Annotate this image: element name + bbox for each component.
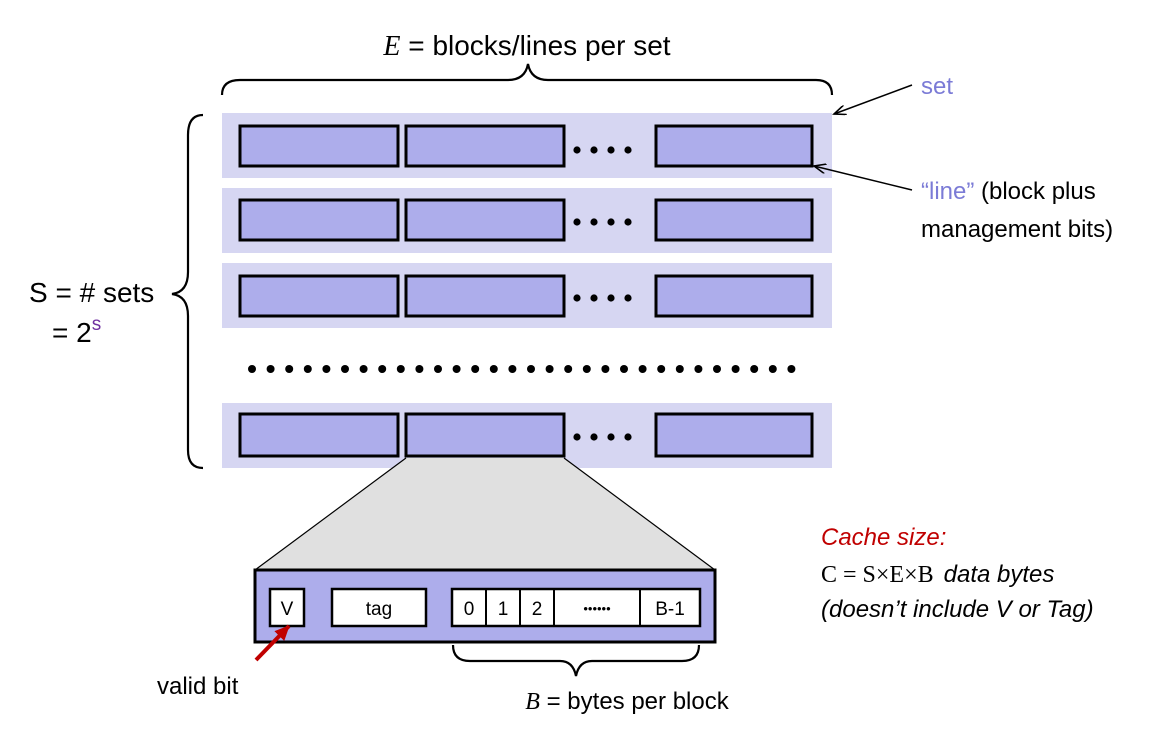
set-arrow <box>834 84 913 114</box>
line-label: “line” (block plus <box>921 178 1096 205</box>
ellipsis-dot <box>415 365 424 373</box>
ellipsis-dot <box>564 365 573 373</box>
ellipsis-dot <box>694 365 703 373</box>
ellipsis-dot <box>620 365 628 373</box>
cache-line <box>404 274 566 318</box>
blocks-per-set-label: E = blocks/lines per set <box>382 30 670 62</box>
cache-line <box>654 274 814 318</box>
set-row <box>222 263 832 328</box>
cache-line <box>404 124 566 168</box>
zoom-edge-left <box>254 457 407 571</box>
valid-bit-label: valid bit <box>157 673 239 700</box>
sets-power-label: = 2s <box>52 314 101 348</box>
set-row <box>222 113 832 178</box>
cache-size-formula: C = S×E×B data bytes <box>821 561 1054 588</box>
ellipsis-dot <box>266 365 275 373</box>
cache-line <box>404 198 566 242</box>
valid-field: V <box>268 587 306 628</box>
cache-line <box>238 198 400 242</box>
tag-field-text: tag <box>366 599 392 620</box>
ellipsis-dot <box>731 365 740 373</box>
sets-label: S = # sets <box>29 277 154 308</box>
byte-0: 0 <box>464 599 475 620</box>
cache-line-expanded <box>404 412 566 458</box>
cache-line <box>654 412 814 458</box>
ellipsis-dot <box>508 365 517 373</box>
cache-size-equation: C = S×E×B <box>821 562 934 588</box>
bytes-brace <box>451 644 701 677</box>
ellipsis-dot <box>378 365 387 373</box>
ellipsis-dot <box>489 365 498 373</box>
tag-field: tag <box>330 587 428 628</box>
cache-size-note: (doesn’t include V or Tag) <box>821 596 1094 623</box>
byte-1: 1 <box>498 599 509 620</box>
ellipsis-dot <box>750 365 759 373</box>
ellipsis-dot <box>601 365 610 373</box>
cache-line <box>654 124 814 168</box>
ellipsis-dot <box>638 365 647 373</box>
line-ellipsis <box>573 218 632 226</box>
ellipsis-dot <box>713 365 721 373</box>
zoom-edge-right <box>563 457 716 571</box>
line-label-2: management bits) <box>921 216 1113 243</box>
sets-brace <box>171 113 204 470</box>
set-row <box>222 403 832 468</box>
cache-size-units: data bytes <box>944 561 1055 588</box>
ellipsis-dot <box>248 365 256 373</box>
top-brace <box>220 63 834 96</box>
zoom-trapezoid <box>255 458 715 570</box>
ellipsis-dot <box>582 365 591 373</box>
ellipsis-dot <box>396 365 405 373</box>
valid-bit-arrow <box>254 624 291 662</box>
line-ellipsis <box>573 294 632 302</box>
sets-power-base: = 2 <box>52 317 92 348</box>
ellipsis-dot <box>657 365 666 373</box>
line-arrow <box>814 166 913 191</box>
line-quoted: “line” <box>921 178 974 205</box>
sets-ellipsis <box>248 365 796 373</box>
data-bytes-field: 0 1 2 •••••• B-1 <box>450 587 702 628</box>
ellipsis-dot <box>675 365 684 373</box>
e-variable: E <box>382 31 400 62</box>
blocks-per-set-text: = blocks/lines per set <box>401 30 671 61</box>
cache-size-title: Cache size: <box>821 524 946 551</box>
ellipsis-dot <box>434 365 442 373</box>
byte-2: 2 <box>532 599 543 620</box>
cache-line <box>238 124 400 168</box>
ellipsis-dot <box>768 365 777 373</box>
byte-ellipsis: •••••• <box>583 601 611 616</box>
ellipsis-dot <box>285 365 294 373</box>
ellipsis-dot <box>341 365 349 373</box>
ellipsis-dot <box>359 365 368 373</box>
set-label: set <box>921 73 953 100</box>
line-ellipsis <box>573 146 632 154</box>
ellipsis-dot <box>322 365 331 373</box>
bytes-per-block-label: B = bytes per block <box>525 688 729 715</box>
ellipsis-dot <box>303 365 312 373</box>
valid-field-text: V <box>281 599 294 620</box>
b-variable: B <box>525 689 540 715</box>
line-desc-1: (block plus <box>974 178 1095 205</box>
cache-line <box>654 198 814 242</box>
ellipsis-dot <box>471 365 480 373</box>
cache-line <box>238 412 400 458</box>
byte-last: B-1 <box>655 599 685 620</box>
ellipsis-dot <box>787 365 796 373</box>
ellipsis-dot <box>452 365 461 373</box>
ellipsis-dot <box>527 365 535 373</box>
set-row <box>222 188 832 253</box>
cache-line <box>238 274 400 318</box>
line-ellipsis <box>573 433 632 441</box>
ellipsis-dot <box>545 365 554 373</box>
sets-power-exponent: s <box>92 314 102 335</box>
bytes-per-block-text: = bytes per block <box>540 688 730 715</box>
